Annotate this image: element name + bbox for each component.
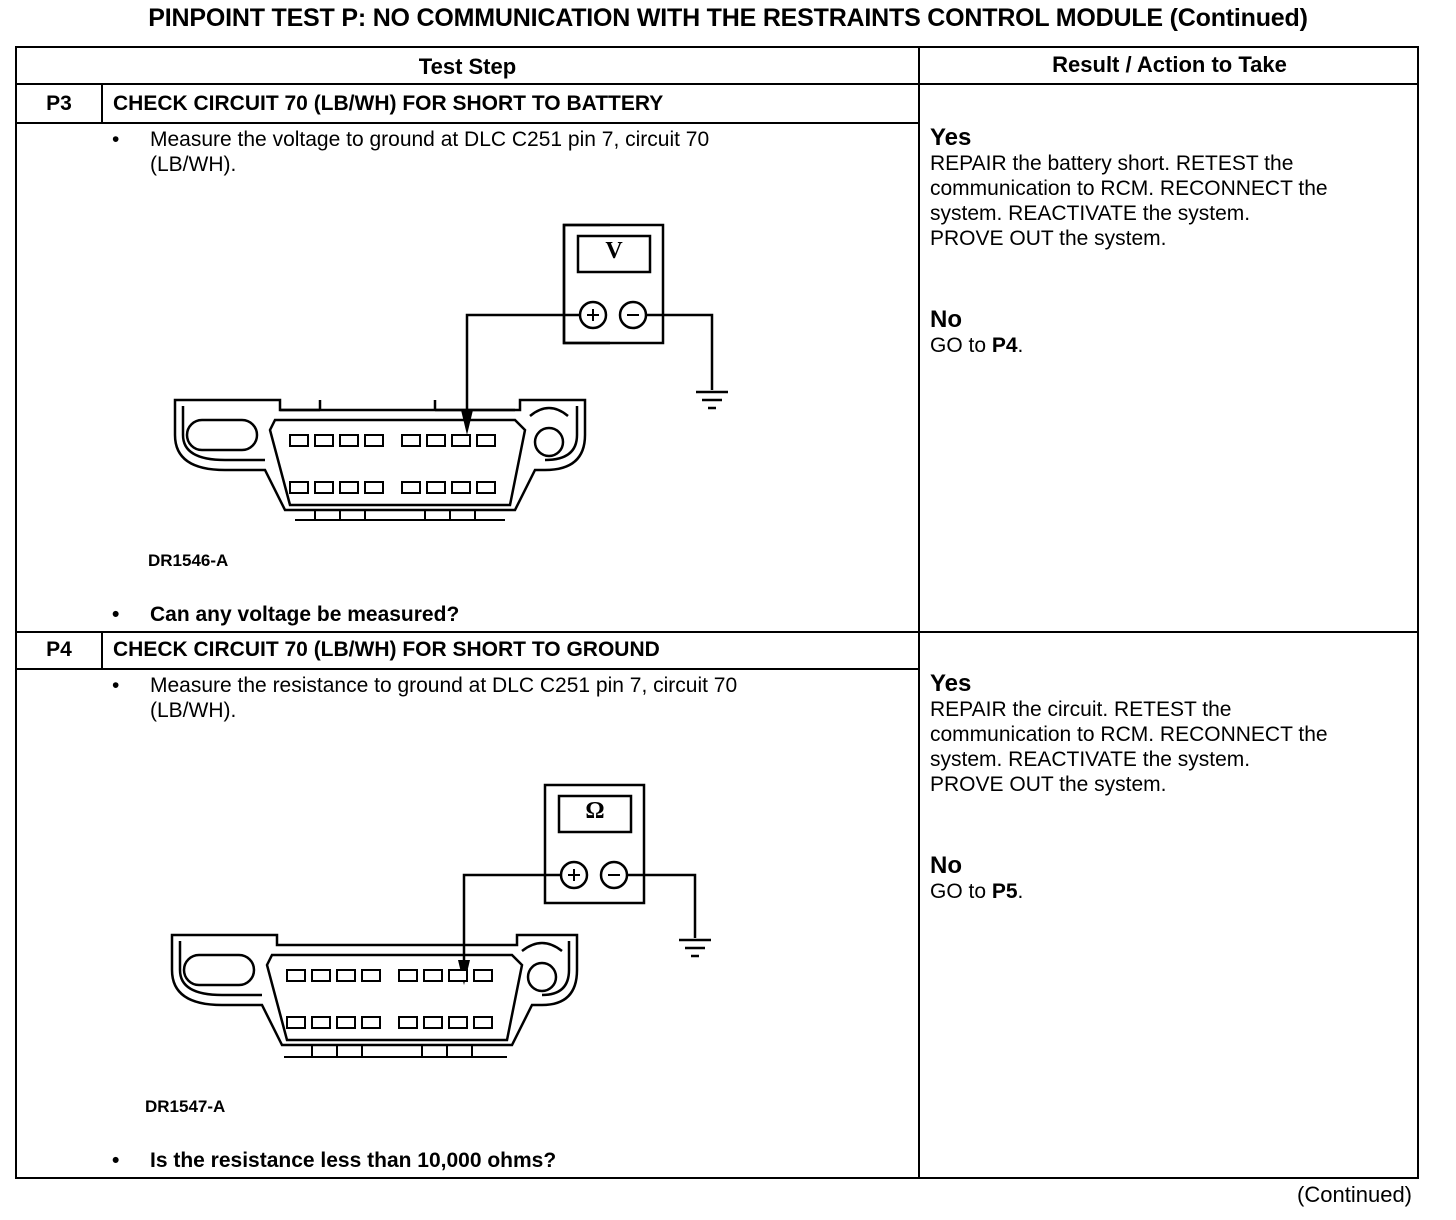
step-title-p4: CHECK CIRCUIT 70 (LB/WH) FOR SHORT TO GR… (113, 638, 660, 661)
step-title-p3: CHECK CIRCUIT 70 (LB/WH) FOR SHORT TO BA… (113, 92, 664, 115)
connector-pins (286, 969, 493, 1029)
no-label: No (930, 852, 962, 879)
dlc-connector-icon (170, 933, 579, 1047)
goto-link[interactable]: P4 (991, 334, 1018, 357)
question-text: Is the resistance less than 10,000 ohms? (150, 1149, 557, 1172)
continued-label: (Continued) (1297, 1182, 1412, 1207)
result-p4: Yes REPAIR the circuit. RETEST the commu… (930, 671, 1415, 904)
ohmmeter-body (543, 783, 646, 905)
header-test-step: Test Step (418, 54, 517, 79)
step-id-divider (101, 633, 103, 669)
yes-label: Yes (930, 124, 972, 151)
instruction-text: Measure the resistance to ground at DLC … (150, 674, 738, 722)
meter-symbol-p4: Ω (585, 798, 605, 824)
voltmeter-body (562, 223, 665, 345)
dlc-resistance-diagram (170, 783, 711, 1058)
instruction-text: Measure the voltage to ground at DLC C25… (150, 128, 710, 176)
figure-id-p3: DR1546-A (148, 551, 229, 570)
no-action: GO to P4. (930, 334, 1024, 357)
bullet-dot: • (112, 603, 120, 626)
no-label: No (930, 306, 962, 333)
instruction-p3: • Measure the voltage to ground at DLC C… (112, 127, 902, 179)
question-text: Can any voltage be measured? (150, 603, 460, 626)
goto-link[interactable]: P5 (991, 880, 1018, 903)
page-title: PINPOINT TEST P: NO COMMUNICATION WITH T… (148, 4, 1308, 32)
voltmeter-display (576, 234, 652, 274)
ground-symbol-icon (696, 390, 728, 410)
dlc-voltage-diagram-detail (173, 223, 728, 521)
dlc-connector-icon (173, 398, 587, 512)
yes-label: Yes (930, 670, 972, 697)
step-title-divider (17, 668, 918, 670)
step-id-p4: P4 (46, 638, 72, 661)
result-p3: Yes REPAIR the battery short. RETEST the… (930, 125, 1415, 358)
instruction-p4: • Measure the resistance to ground at DL… (112, 673, 902, 725)
column-divider (918, 48, 920, 1179)
bullet-dot: • (112, 674, 120, 697)
no-action: GO to P5. (930, 880, 1024, 903)
ground-symbol-icon (679, 938, 711, 958)
ohmmeter-display (557, 794, 633, 834)
question-p3: • Can any voltage be measured? (112, 602, 902, 628)
probe-arrow-icon (461, 410, 473, 435)
row-divider (17, 631, 1419, 633)
step-id-p3: P3 (46, 92, 72, 115)
step-id-divider (101, 85, 103, 123)
header-divider (17, 83, 1419, 85)
pinpoint-test-table: Test Step Result / Action to Take P3 CHE… (15, 46, 1419, 1179)
header-result: Result / Action to Take (1052, 52, 1287, 77)
bullet-dot: • (112, 128, 120, 151)
bullet-dot: • (112, 1149, 120, 1172)
connector-pins (289, 434, 496, 494)
meter-symbol-p3: V (605, 238, 623, 264)
question-p4: • Is the resistance less than 10,000 ohm… (112, 1148, 902, 1174)
figure-id-p4: DR1547-A (145, 1097, 226, 1116)
step-title-divider (17, 122, 918, 124)
